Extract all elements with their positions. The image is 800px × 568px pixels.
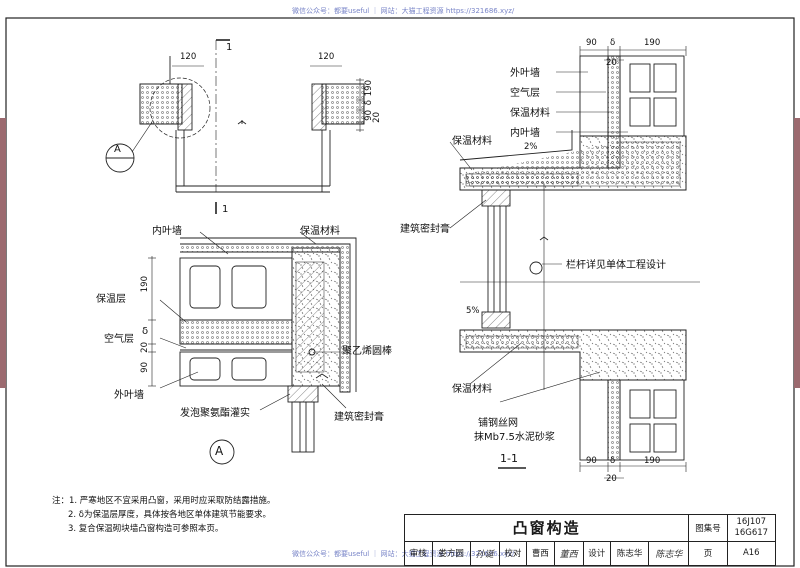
detail-label-air-layer: 空气层 (104, 334, 134, 345)
detail-outer-leaf (179, 351, 293, 387)
note-2: 2. δ为保温层厚度，具体按各地区单体建筑节能要求。 (68, 510, 272, 520)
detail-dim-90: 90 (140, 362, 150, 373)
sec-label-sealant: 建筑密封膏 (400, 224, 450, 235)
sec-label-inner-leaf: 内叶墙 (510, 128, 540, 139)
title-block: 凸窗构造 图集号 16J107 16G617 审核 娄方圆 孙诞 校对 曹西 董… (403, 514, 777, 567)
plan-dim-delta: δ (364, 100, 374, 106)
design-label: 设计 (582, 540, 612, 567)
sec-label-slope-bottom: 5% (466, 306, 480, 316)
plan-left-wall (139, 83, 183, 125)
watermark-bottom: 微信公众号：都要useful ｜ 网站：大猫工程资源 https://32168… (292, 550, 515, 558)
plan-dim-120-right: 120 (318, 52, 335, 62)
sec-dim-top-190: 190 (644, 38, 661, 48)
review-name: 娄方圆 (431, 540, 471, 567)
sec-label-insulation-bottom: 保温材料 (452, 384, 492, 395)
detail-label-insulation-layer: 保温层 (96, 294, 126, 305)
detail-a (148, 231, 357, 465)
sec-label-railing: 栏杆详见单体工程设计 (566, 260, 666, 271)
detail-insulation-layer (179, 319, 293, 345)
design-name: 陈志华 (610, 540, 650, 567)
sec-dim-bottom-20: 20 (606, 474, 617, 484)
detail-dim-190: 190 (140, 276, 150, 293)
detail-dim-delta: δ (142, 326, 149, 337)
plan-dim-120-left: 120 (180, 52, 197, 62)
sec-dim-top-90: 90 (586, 38, 597, 48)
sec-label-slope-top: 2% (524, 142, 538, 152)
atlas-no-1: 16J107 (736, 516, 767, 527)
notes-block: 注：1. 严寒地区不宜采用凸窗，采用时应采取防结露措施。 2. δ为保温层厚度，… (52, 494, 275, 536)
title-block-atlas-label: 图集号 (688, 514, 728, 542)
sec-dim-top-20: 20 (606, 58, 617, 68)
detail-label-inner-leaf: 内叶墙 (152, 226, 182, 237)
frame-band-left (0, 118, 6, 388)
review-signature: 孙诞 (469, 540, 500, 567)
sec-label-mesh-line2: 抹Mb7.5水泥砂浆 (474, 432, 555, 443)
sec-label-outer-leaf: 外叶墙 (510, 68, 540, 79)
page-no: A16 (726, 540, 777, 567)
plan-detail-callout: A (114, 144, 121, 155)
watermark-top: 微信公众号：都要useful ｜ 网站：大猫工程资源 https://32168… (292, 7, 515, 15)
detail-callout: A (215, 444, 224, 458)
sec-dim-bottom-delta: δ (610, 456, 616, 466)
title-block-atlas-no: 16J107 16G617 (726, 514, 777, 542)
sec-dim-bottom-90: 90 (586, 456, 597, 466)
detail-inner-leaf (179, 257, 293, 321)
sec-label-mesh-line1: 铺钢丝网 (478, 418, 518, 429)
page-label: 页 (688, 540, 728, 567)
frame-band-right (794, 118, 800, 388)
sec-title: 1-1 (500, 452, 518, 465)
section-1-1 (449, 46, 700, 479)
design-signature: 陈志华 (648, 540, 690, 567)
plan-dim-190: 190 (364, 80, 374, 97)
check-signature: 董西 (553, 540, 584, 567)
plan-section-mark-bottom: 1 (222, 204, 229, 215)
note-3: 3. 复合保温砌块墙凸窗构造可参照本页。 (68, 524, 224, 534)
sec-label-insulation-top: 保温材料 (452, 136, 492, 147)
atlas-no-2: 16G617 (734, 527, 769, 538)
detail-label-insulation: 保温材料 (300, 226, 340, 237)
plan-section-mark-top: 1 (226, 42, 233, 53)
plan-view (105, 39, 365, 214)
sec-label-air-layer: 空气层 (510, 88, 540, 99)
check-label: 校对 (498, 540, 528, 567)
detail-label-pe-rod: 聚乙烯圆棒 (342, 346, 392, 357)
detail-dim-20: 20 (140, 342, 150, 353)
detail-label-sealant: 建筑密封膏 (334, 412, 384, 423)
note-1: 注：1. 严寒地区不宜采用凸窗，采用时应采取防结露措施。 (52, 496, 276, 506)
detail-label-outer-leaf: 外叶墙 (114, 390, 144, 401)
plan-right-wall (321, 83, 365, 125)
sec-dim-top-delta: δ (610, 38, 616, 48)
plan-dim-20: 20 (372, 112, 382, 123)
title-block-title: 凸窗构造 (403, 514, 690, 542)
sec-dim-bottom-190: 190 (644, 456, 661, 466)
detail-label-pu-foam: 发泡聚氨酯灌实 (180, 408, 250, 419)
review-label: 审核 (404, 540, 433, 567)
sec-label-insulation: 保温材料 (510, 108, 550, 119)
check-name: 曹西 (526, 540, 555, 567)
